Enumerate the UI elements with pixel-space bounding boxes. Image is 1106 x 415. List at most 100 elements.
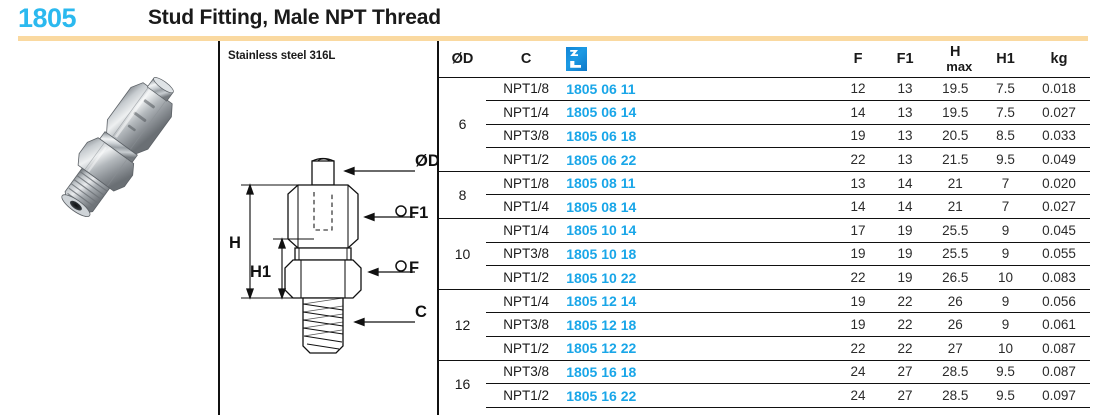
cell-c: NPT3/8 [486, 123, 567, 148]
cell-reference[interactable]: 1805 06 18 [566, 123, 834, 148]
cell-c: NPT1/2 [486, 265, 567, 290]
cell-kg: 0.055 [1027, 241, 1090, 266]
cell-reference[interactable]: 1805 08 11 [566, 170, 834, 195]
cell-reference[interactable]: 1805 06 11 [566, 80, 636, 97]
column-header-h1: H1 [983, 41, 1028, 78]
cell-reference[interactable]: 1805 10 18 [566, 241, 834, 266]
cell-f: 19 [833, 123, 883, 148]
cell-f: 14 [833, 100, 883, 125]
cell-hmax: 21.5 [927, 147, 984, 172]
cell-hmax: 25.5 [927, 241, 984, 266]
cell-reference[interactable]: 1805 12 18 [566, 312, 834, 337]
cell-h1: 9 [983, 288, 1028, 313]
cell-kg: 0.018 [1042, 81, 1076, 97]
cell-f: 19 [833, 241, 883, 266]
cell-h1: 10 [983, 265, 1028, 290]
cell-kg: 0.087 [1027, 359, 1090, 384]
cell-hmax: 19.5 [942, 81, 969, 97]
column-header-kg: kg [1027, 41, 1090, 78]
hmax-label-top: H [950, 44, 961, 60]
cell-kg: 0.027 [1027, 100, 1090, 125]
cell-od: 6 [458, 116, 467, 133]
column-header-f1: F1 [882, 41, 928, 78]
cell-f1: 22 [882, 288, 928, 313]
material-label: Stainless steel 316L [228, 50, 336, 62]
cell-reference[interactable]: 1805 12 14 [566, 288, 834, 313]
cell-f1: 22 [882, 336, 928, 361]
cell-f: 22 [833, 336, 883, 361]
cell-h1: 8.5 [983, 123, 1028, 148]
column-header-f: F [833, 41, 883, 78]
callout-f-label: F [409, 259, 419, 277]
product-photo-panel [0, 41, 218, 415]
cell-reference[interactable]: 1805 08 14 [566, 194, 834, 219]
panel-divider-right [437, 41, 439, 415]
hmax-label-bottom: max [946, 58, 973, 74]
cell-c: NPT3/8 [486, 241, 567, 266]
cell-f1: 13 [897, 81, 913, 97]
cell-od: 12 [439, 288, 487, 361]
cell-hmax: 28.5 [927, 383, 984, 408]
cell-c: NPT1/2 [486, 147, 567, 172]
page-title: Stud Fitting, Male NPT Thread [148, 6, 441, 29]
cell-hmax: 19.5 [927, 100, 984, 125]
cell-f1: 19 [882, 218, 928, 243]
cell-f1: 27 [882, 383, 928, 408]
cell-od: 16 [439, 359, 487, 408]
cell-c: NPT1/4 [486, 288, 567, 313]
cell-h1: 9.5 [983, 359, 1028, 384]
page-number: 1805 [18, 3, 77, 33]
technical-drawing: ØD F1 F C H H1 [229, 152, 437, 354]
cell-kg: 0.061 [1027, 312, 1090, 337]
page-header: 1805 Stud Fitting, Male NPT Thread [0, 0, 1106, 41]
cell-f: 19 [833, 288, 883, 313]
cell-reference[interactable]: 1805 16 22 [566, 383, 834, 408]
cell-f: 17 [833, 218, 883, 243]
cell-c: NPT1/4 [486, 194, 567, 219]
callout-h-label: H [229, 234, 241, 252]
product-photo [40, 63, 200, 228]
cell-reference[interactable]: 1805 10 22 [566, 265, 834, 290]
cell-reference[interactable]: 1805 06 22 [566, 147, 834, 172]
callout-h1-label: H1 [250, 263, 271, 281]
panel-divider-left [218, 41, 220, 415]
cell-hmax: 26 [927, 288, 984, 313]
cell-f: 19 [833, 312, 883, 337]
cell-h1: 7 [983, 194, 1028, 219]
cell-reference[interactable]: 1805 10 14 [566, 218, 834, 243]
cell-h1: 9 [983, 241, 1028, 266]
cell-reference[interactable]: 1805 16 18 [566, 359, 834, 384]
cell-kg: 0.049 [1027, 147, 1090, 172]
cell-hmax: 25.5 [927, 218, 984, 243]
cell-kg: 0.087 [1027, 336, 1090, 361]
cell-hmax: 26 [927, 312, 984, 337]
cell-h1: 9 [983, 218, 1028, 243]
cell-h1: 9.5 [983, 383, 1028, 408]
cell-kg: 0.097 [1027, 383, 1090, 408]
cell-od: 10 [439, 218, 487, 290]
callout-f1-label: F1 [409, 204, 428, 222]
cell-f1: 19 [882, 241, 928, 266]
cell-h1: 9.5 [983, 147, 1028, 172]
cell-kg: 0.056 [1027, 288, 1090, 313]
cell-od: 8 [439, 170, 487, 219]
cell-f1: 14 [882, 194, 928, 219]
callout-c-label: C [415, 303, 427, 321]
cell-reference[interactable]: 1805 12 22 [566, 336, 834, 361]
cell-f: 13 [833, 170, 883, 195]
cell-c: NPT1/8 [486, 170, 567, 195]
cell-h1: 9 [983, 312, 1028, 337]
cell-reference[interactable]: 1805 06 14 [566, 100, 834, 125]
cell-f: 24 [833, 359, 883, 384]
cell-f1: 13 [882, 100, 928, 125]
